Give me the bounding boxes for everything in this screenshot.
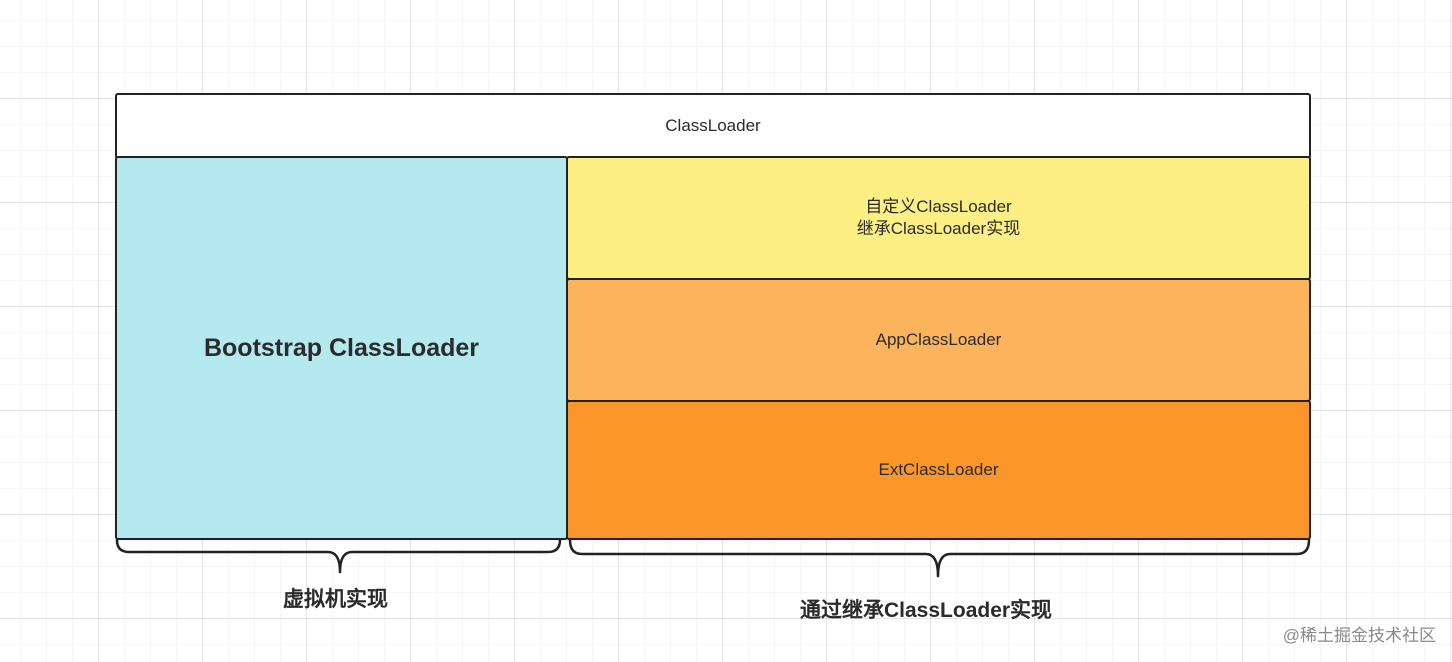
- watermark: @稀土掘金技术社区: [1282, 626, 1436, 645]
- vm-implementation-label: 虚拟机实现: [283, 588, 388, 611]
- classloader-label: ClassLoader: [665, 116, 761, 135]
- custom-classloader-label-line2: 继承ClassLoader实现: [856, 219, 1021, 238]
- inheritance-implementation-label: 通过继承ClassLoader实现: [800, 599, 1053, 622]
- custom-classloader-box: 自定义ClassLoader 继承ClassLoader实现: [566, 156, 1311, 280]
- bootstrap-classloader-box: Bootstrap ClassLoader: [115, 156, 568, 540]
- custom-classloader-label-line1: 自定义ClassLoader: [865, 197, 1012, 216]
- ext-classloader-box: ExtClassLoader: [566, 400, 1311, 540]
- app-classloader-box: AppClassLoader: [566, 278, 1311, 402]
- right-brace-icon: [568, 538, 1311, 578]
- bootstrap-classloader-label: Bootstrap ClassLoader: [203, 334, 480, 362]
- classloader-box: ClassLoader: [115, 93, 1311, 159]
- app-classloader-label: AppClassLoader: [875, 330, 1002, 349]
- ext-classloader-label: ExtClassLoader: [878, 460, 999, 479]
- left-brace-icon: [115, 538, 562, 574]
